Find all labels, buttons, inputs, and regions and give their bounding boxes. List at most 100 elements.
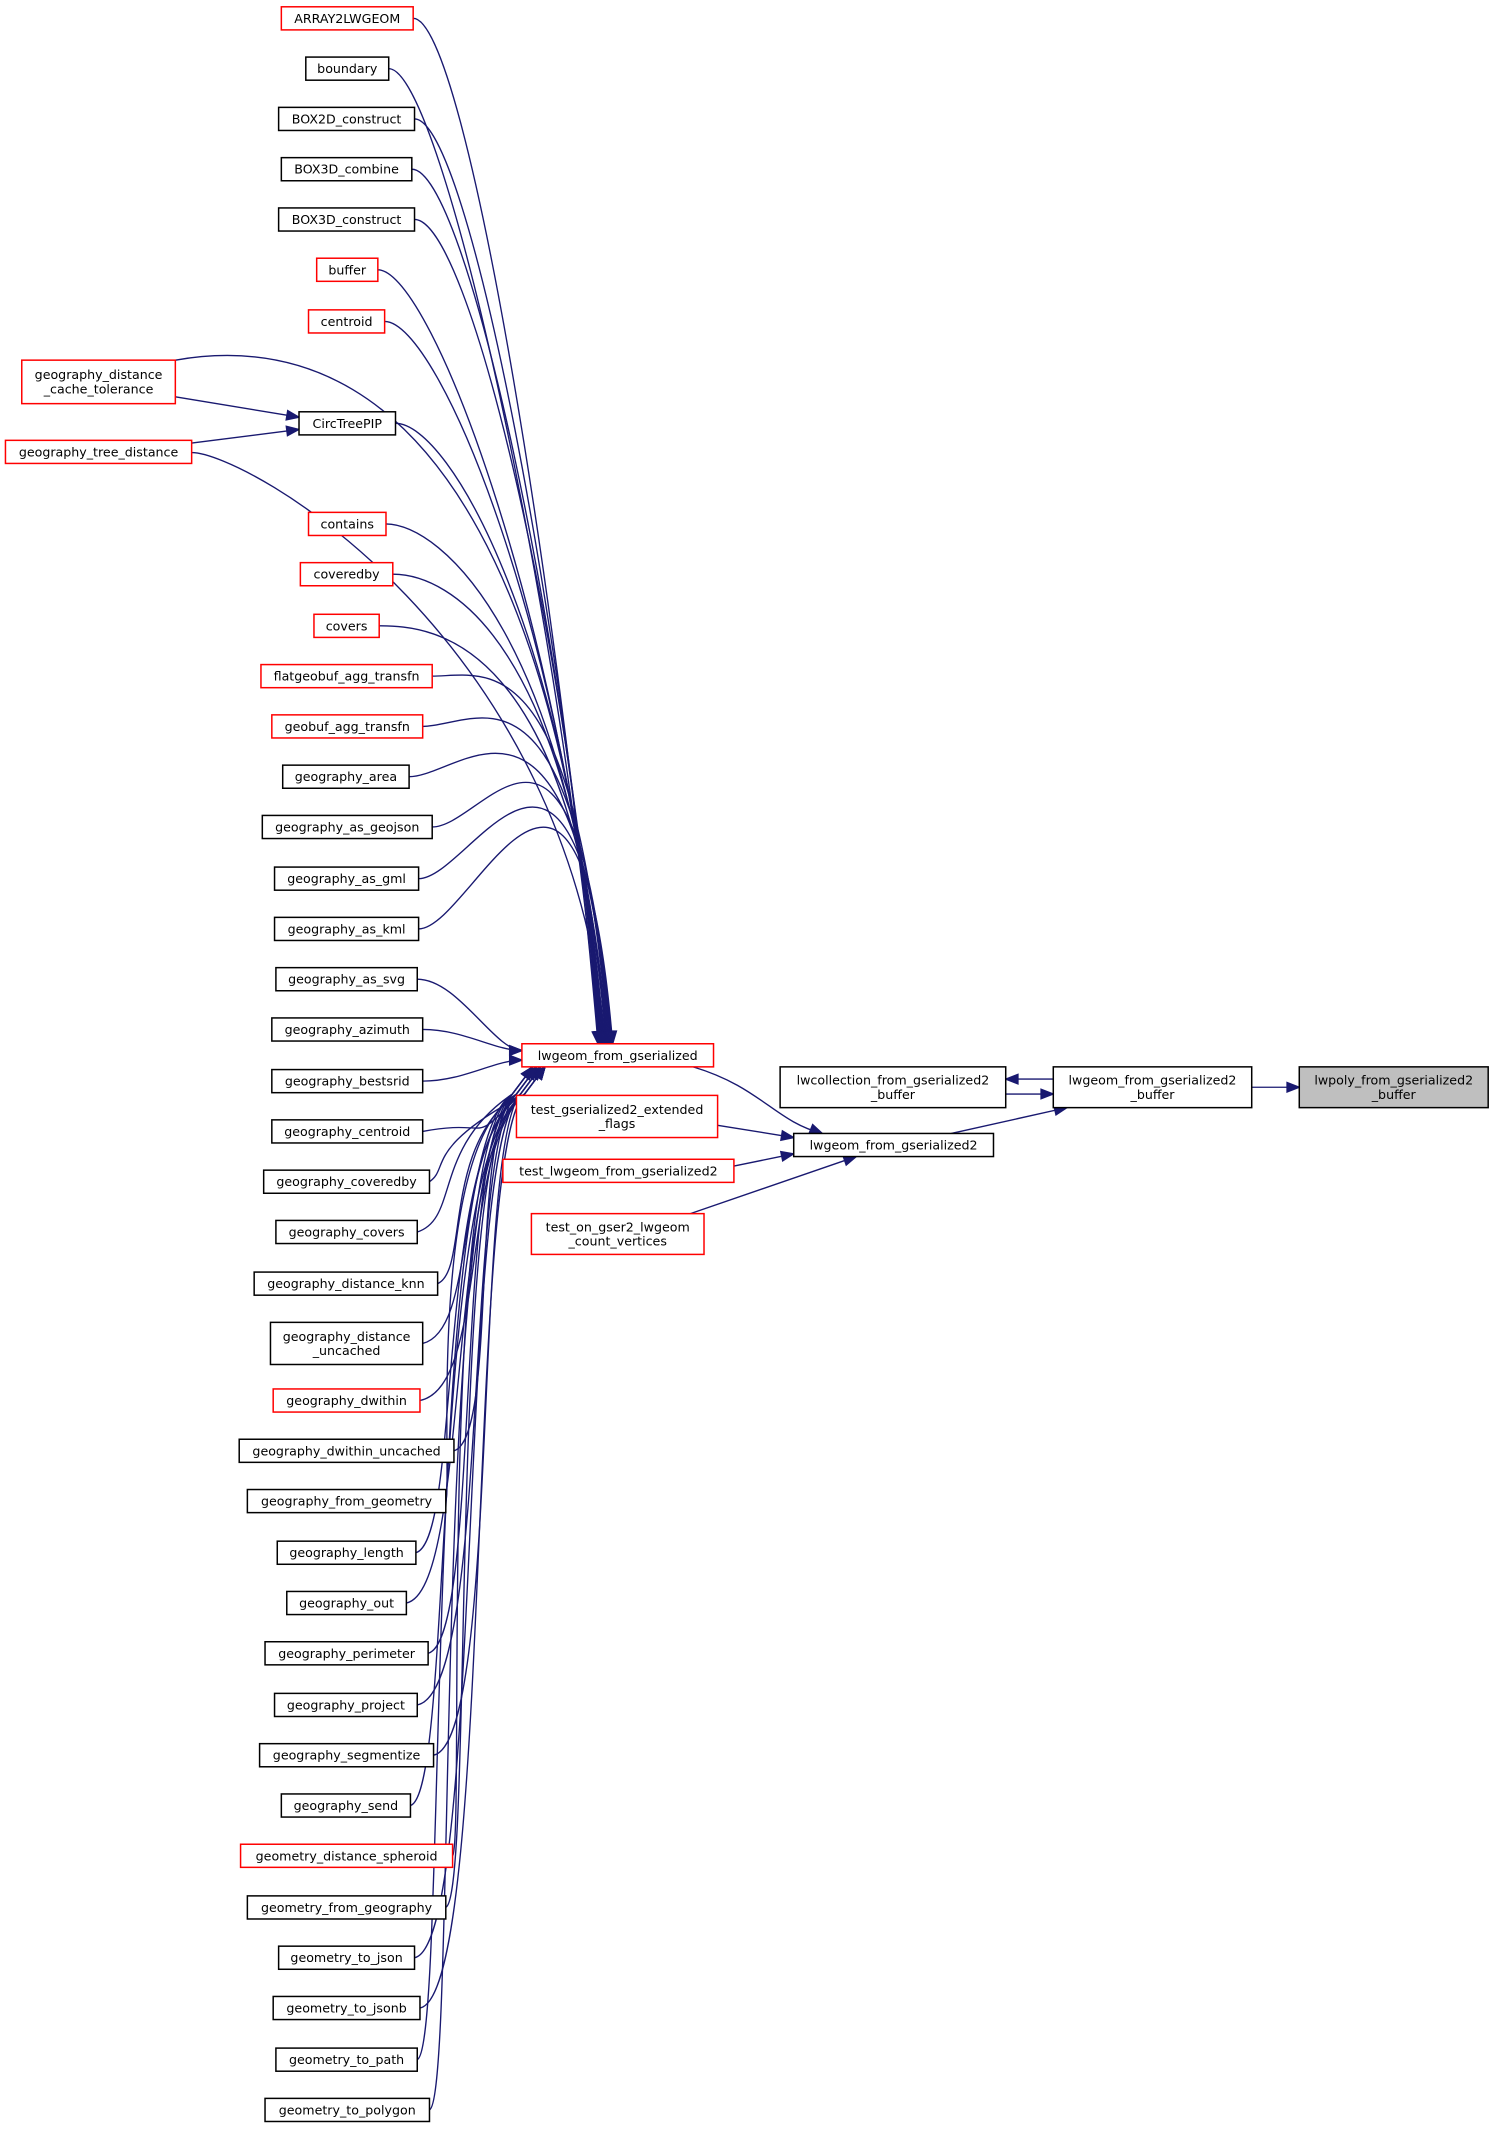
arrowhead-icon [605, 1030, 618, 1046]
node-lfg[interactable]: lwgeom_from_gserialized [521, 1043, 715, 1068]
node-BOX3D_construct[interactable]: BOX3D_construct [277, 207, 416, 232]
edge-line [384, 320, 604, 1044]
node-t_lfg2[interactable]: test_lwgeom_from_gserialized2 [502, 1158, 735, 1184]
edge-BOX3D_combine-to-lwgeom_from_gserialized [411, 168, 606, 1046]
node-label: coveredby [314, 567, 381, 582]
node-label: geography_segmentize [273, 1748, 421, 1763]
node-g_azimuth[interactable]: geography_azimuth [271, 1017, 424, 1042]
node-t_ext[interactable]: test_gserialized2_extended_flags [515, 1094, 719, 1139]
node-lfg2b[interactable]: lwgeom_from_gserialized2_buffer [1052, 1066, 1253, 1109]
edge-line [428, 1066, 538, 2111]
node-box [307, 511, 387, 537]
node-lfg2[interactable]: lwgeom_from_gserialized2 [792, 1132, 995, 1158]
node-g_bestsrid[interactable]: geography_bestsrid [271, 1068, 424, 1094]
edge-gm_polygon-to-lwgeom_from_gserialized [428, 1065, 538, 2111]
edge-coveredby-to-lwgeom_from_gserialized [392, 573, 612, 1046]
node-box [275, 966, 418, 992]
node-g_project[interactable]: geography_project [273, 1692, 418, 1718]
node-box [1298, 1066, 1489, 1109]
node-centroid[interactable]: centroid [307, 309, 386, 334]
node-lpoly[interactable]: lwpoly_from_gserialized2_buffer [1298, 1066, 1489, 1109]
node-boundary[interactable]: boundary [305, 56, 390, 81]
edge-line [418, 806, 613, 1044]
node-g_send[interactable]: geography_send [280, 1793, 412, 1818]
edge-line [175, 396, 300, 418]
node-gm_json[interactable]: geometry_to_json [277, 1945, 416, 1971]
node-g_dwithin_unc[interactable]: geography_dwithin_uncached [238, 1438, 455, 1464]
node-g_kml[interactable]: geography_as_kml [273, 916, 420, 942]
node-g_gml[interactable]: geography_as_gml [273, 866, 420, 891]
node-box [261, 814, 433, 840]
arrowhead-icon [508, 1044, 524, 1057]
node-label: lwgeom_from_gserialized2 [810, 1137, 978, 1152]
node-g_dwithin[interactable]: geography_dwithin [272, 1388, 421, 1413]
node-label: covers [326, 618, 368, 633]
edge-line [445, 1066, 538, 1909]
node-label: BOX3D_combine [294, 162, 399, 177]
edge-g_azimuth-to-lwgeom_from_gserialized [422, 1028, 524, 1057]
edge-t_count-to-lfg2 [690, 1155, 858, 1215]
node-g_length[interactable]: geography_length [276, 1540, 417, 1566]
node-g_uncached[interactable]: geography_distance_uncached [269, 1321, 424, 1366]
node-box [521, 1043, 715, 1068]
node-g_from_geom[interactable]: geography_from_geometry [246, 1488, 447, 1514]
node-label: geometry_to_jsonb [286, 2000, 406, 2015]
node-gm_from_geog[interactable]: geometry_from_geography [246, 1895, 447, 1920]
node-buffer[interactable]: buffer [315, 257, 379, 283]
edge-boundary-to-lwgeom_from_gserialized [388, 67, 604, 1046]
node-box [275, 2047, 418, 2072]
node-g_perimeter[interactable]: geography_perimeter [264, 1640, 429, 1666]
node-BOX3D_combine[interactable]: BOX3D_combine [280, 156, 413, 182]
node-covers[interactable]: covers [313, 613, 380, 639]
node-coveredby[interactable]: coveredby [299, 561, 394, 587]
node-gdct[interactable]: geography_distance_cache_tolerance [21, 359, 177, 405]
node-BOX2D_construct[interactable]: BOX2D_construct [277, 106, 416, 132]
node-gm_path[interactable]: geometry_to_path [275, 2047, 418, 2072]
node-box [305, 56, 390, 81]
node-geobuf[interactable]: geobuf_agg_transfn [271, 714, 424, 739]
node-label: _buffer [870, 1087, 916, 1102]
edge-line [417, 1066, 534, 1233]
node-label: geography_azimuth [285, 1022, 410, 1037]
edge-line [419, 1066, 546, 2009]
node-label: BOX2D_construct [292, 111, 402, 126]
node-flatgeobuf[interactable]: flatgeobuf_agg_transfn [260, 663, 433, 689]
node-label: geography_as_geojson [275, 819, 419, 834]
arrowhead-icon [508, 1054, 524, 1066]
node-lcoll[interactable]: lwcollection_from_gserialized2_buffer [779, 1066, 1007, 1109]
node-g_covers[interactable]: geography_covers [275, 1219, 418, 1245]
edge-ARRAY2LWGEOM-to-lwgeom_from_gserialized [413, 17, 603, 1046]
node-g_out[interactable]: geography_out [286, 1590, 408, 1616]
node-label: geometry_to_json [290, 1950, 402, 1965]
node-box [271, 1017, 424, 1042]
edge-line [427, 1066, 534, 1654]
node-contains[interactable]: contains [307, 511, 387, 537]
node-label: geography_send [294, 1798, 399, 1813]
node-g_area[interactable]: geography_area [281, 764, 410, 790]
node-t_count[interactable]: test_on_gser2_lwgeom_count_vertices [530, 1212, 705, 1256]
node-gm_polygon[interactable]: geometry_to_polygon [264, 2097, 431, 2123]
node-box [253, 1271, 439, 1296]
edge-line [417, 978, 522, 1052]
node-label: geometry_to_path [289, 2052, 404, 2067]
node-ARRAY2LWGEOM[interactable]: ARRAY2LWGEOM [280, 6, 414, 31]
node-gtd[interactable]: geography_tree_distance [4, 439, 193, 465]
node-g_geojson[interactable]: geography_as_geojson [261, 814, 433, 840]
node-g_svg[interactable]: geography_as_svg [275, 966, 418, 992]
node-g_centroid[interactable]: geography_centroid [271, 1119, 424, 1144]
node-g_knn[interactable]: geography_distance_knn [253, 1271, 439, 1296]
node-gm_spheroid[interactable]: geometry_distance_spheroid [239, 1843, 454, 1869]
node-CircTreePIP[interactable]: CircTreePIP [298, 411, 397, 436]
node-g_segmentize[interactable]: geography_segmentize [258, 1742, 435, 1768]
node-g_coveredby[interactable]: geography_coveredby [262, 1169, 431, 1194]
edges-layer [175, 17, 1302, 2111]
node-gm_jsonb[interactable]: geometry_to_jsonb [272, 1995, 421, 2021]
node-box [298, 411, 397, 436]
node-label: geography_as_svg [288, 972, 405, 987]
node-label: lwgeom_from_gserialized [538, 1048, 698, 1063]
node-label: geography_as_kml [288, 921, 406, 936]
node-box [246, 1895, 447, 1920]
node-box [277, 106, 416, 132]
arrowhead-icon [779, 1150, 796, 1163]
node-box [269, 1321, 424, 1366]
